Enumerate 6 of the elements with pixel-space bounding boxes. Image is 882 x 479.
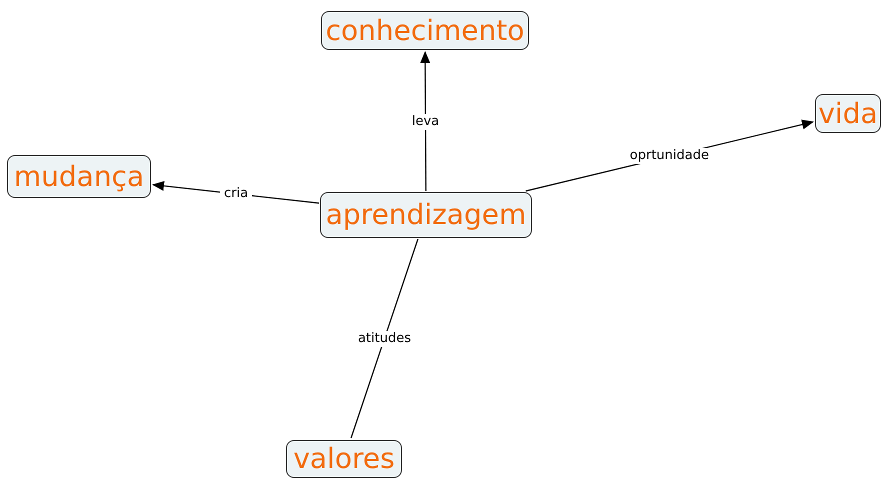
concept-box: mudança: [7, 155, 151, 198]
arrow: [420, 51, 430, 191]
concept-box: valores: [286, 440, 402, 478]
concept-box: conhecimento: [321, 11, 529, 50]
concept-box: aprendizagem: [320, 192, 532, 238]
concept-box: vida: [815, 94, 881, 133]
